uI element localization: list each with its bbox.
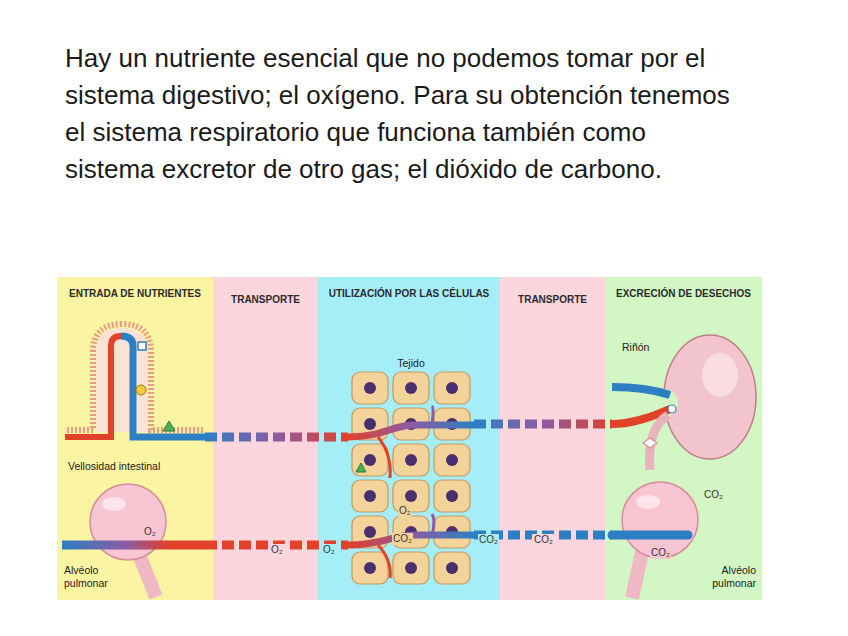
band-heading: UTILIZACIÓN POR LAS CÉLULAS bbox=[329, 288, 490, 299]
label-slot: O₂ bbox=[143, 521, 157, 539]
label-slot: O₂ bbox=[398, 500, 412, 518]
gas-label: CO₂ bbox=[704, 489, 723, 501]
band-heading: TRANSPORTE bbox=[518, 294, 587, 305]
villus-node: Vellosidad intestinal bbox=[65, 320, 205, 475]
band-heading: EXCRECIÓN DE DESECHOS bbox=[616, 288, 751, 299]
gas-label: O₂ bbox=[143, 526, 157, 538]
text-slot: Alvéolo pulmonar bbox=[688, 564, 756, 591]
part-label: Vellosidad intestinal bbox=[68, 460, 160, 473]
text-slot: Tejido bbox=[348, 353, 474, 371]
gas-label: CO₂ bbox=[478, 534, 499, 546]
text-slot: EXCRECIÓN DE DESECHOS bbox=[611, 283, 756, 301]
part-label: Alvéolo pulmonar bbox=[688, 564, 756, 589]
label-slot: CO₂ bbox=[650, 542, 671, 560]
intro-text: Hay un nutriente esencial que no podemos… bbox=[65, 40, 737, 188]
part-label: Alvéolo pulmonar bbox=[64, 564, 130, 589]
edge-label-slot: CO₂ bbox=[532, 529, 555, 547]
text-slot: TRANSPORTE bbox=[504, 289, 601, 307]
label-slot: Hay un nutriente esencial que no podemos… bbox=[65, 40, 737, 188]
gas-label: O₂ bbox=[269, 544, 285, 556]
stage-band: TRANSPORTE bbox=[500, 277, 605, 600]
kidney-node: Riñón bbox=[612, 325, 758, 470]
edge-label-slot: O₂ bbox=[269, 539, 285, 557]
stage-band: ENTRADA DE NUTRIENTES Vellosidad intesti… bbox=[57, 277, 213, 600]
label-slot: CO₂ bbox=[478, 529, 499, 547]
label-slot: CO₂ bbox=[704, 484, 723, 502]
gas-label: O₂ bbox=[398, 505, 412, 517]
alveolus-node: Alvéolo pulmonar bbox=[612, 478, 758, 598]
blood-vessel bbox=[205, 433, 348, 442]
blood-vessel bbox=[474, 420, 612, 429]
stage-band: EXCRECIÓN DE DESECHOS Riñón Alvéolo pulm… bbox=[605, 277, 762, 600]
gas-label: CO₂ bbox=[532, 534, 555, 546]
text-slot: UTILIZACIÓN POR LAS CÉLULAS bbox=[324, 283, 494, 301]
gas-label: CO₂ bbox=[650, 547, 671, 559]
label-slot: O₂ bbox=[322, 539, 336, 557]
alveolus-node: Alvéolo pulmonar bbox=[62, 480, 205, 597]
label-slot: CO₂ bbox=[392, 528, 413, 546]
tissue-node: Tejido bbox=[348, 350, 474, 595]
villus-illustration bbox=[65, 320, 205, 472]
text-slot: TRANSPORTE bbox=[217, 289, 314, 307]
tissue-illustration bbox=[348, 350, 474, 595]
text-slot: ENTRADA DE NUTRIENTES bbox=[63, 283, 207, 301]
text-slot: Riñón bbox=[622, 337, 682, 355]
gas-label: O₂ bbox=[322, 544, 336, 556]
gas-label: CO₂ bbox=[392, 533, 413, 545]
part-label: Tejido bbox=[397, 357, 424, 370]
text-slot: Alvéolo pulmonar bbox=[64, 564, 130, 591]
band-heading: ENTRADA DE NUTRIENTES bbox=[69, 288, 201, 299]
text-slot: Vellosidad intestinal bbox=[68, 456, 202, 474]
part-label: Riñón bbox=[622, 341, 649, 354]
band-heading: TRANSPORTE bbox=[231, 294, 300, 305]
